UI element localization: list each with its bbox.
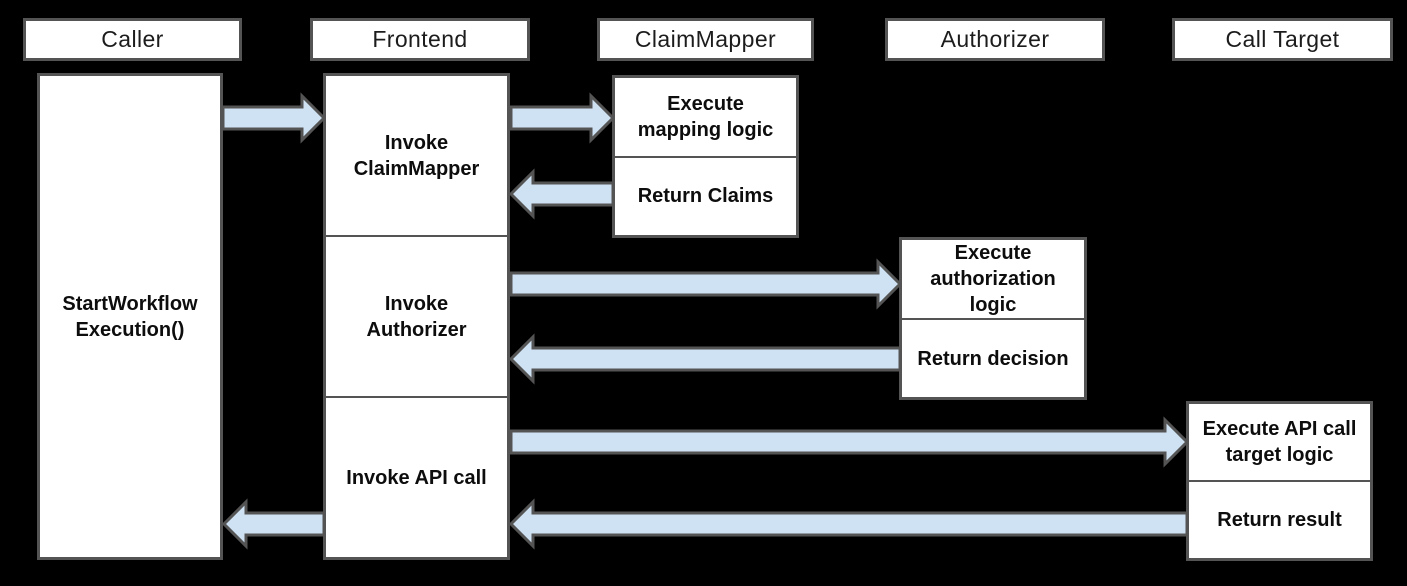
- arrow-frontend-return-to-caller: [221, 498, 326, 550]
- frontend-segment-invoke-api-call: Invoke API call: [326, 396, 507, 557]
- activation-claimmapper: Execute mapping logic Return Claims: [612, 75, 799, 238]
- arrow-claimmapper-return-to-frontend: [508, 168, 615, 220]
- claimmapper-segment-execute-mapping-logic: Execute mapping logic: [637, 92, 774, 141]
- arrow-frontend-to-claimmapper: [509, 92, 616, 144]
- column-header-calltarget: Call Target: [1172, 18, 1393, 61]
- column-header-caller: Caller: [23, 18, 242, 61]
- activation-authorizer: Execute authorization logic Return decis…: [899, 237, 1087, 400]
- arrow-caller-to-frontend: [221, 92, 327, 144]
- frontend-segment-invoke-claimmapper: Invoke ClaimMapper: [353, 131, 480, 180]
- caller-activation-label: StartWorkflow Execution(): [62, 292, 198, 341]
- authorizer-segment-execute-authorization-logic: Execute authorization logic: [930, 242, 1056, 316]
- calltarget-segment-execute-api-call-target-logic: Execute API call target logic: [1202, 418, 1357, 466]
- calltarget-segment-return-result: Return result: [1189, 480, 1370, 558]
- arrow-frontend-to-calltarget: [509, 416, 1190, 468]
- activation-caller: StartWorkflow Execution(): [37, 73, 223, 560]
- column-header-frontend: Frontend: [310, 18, 530, 61]
- column-header-authorizer: Authorizer: [885, 18, 1105, 61]
- arrow-calltarget-return-to-frontend: [508, 498, 1189, 550]
- activation-calltarget: Execute API call target logic Return res…: [1186, 401, 1373, 561]
- authorizer-segment-return-decision: Return decision: [902, 318, 1084, 397]
- frontend-segment-invoke-authorizer: Invoke Authorizer: [326, 235, 507, 396]
- column-header-claimmapper: ClaimMapper: [597, 18, 814, 61]
- arrow-frontend-to-authorizer: [509, 258, 903, 310]
- claimmapper-segment-return-claims: Return Claims: [615, 155, 796, 236]
- activation-frontend: Invoke ClaimMapper Invoke Authorizer Inv…: [323, 73, 510, 560]
- arrow-authorizer-return-to-frontend: [508, 333, 902, 385]
